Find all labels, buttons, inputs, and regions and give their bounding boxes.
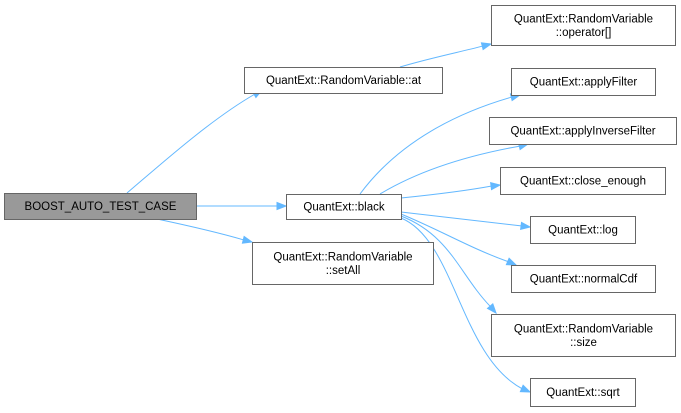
node-operator[interactable]: QuantExt::RandomVariable::operator[] xyxy=(491,5,676,46)
edge-line xyxy=(156,218,244,241)
node-box xyxy=(489,117,677,145)
edge-arrowhead xyxy=(480,42,493,51)
node-box xyxy=(252,242,434,285)
edge-arrowhead xyxy=(241,235,254,244)
edge-arrowhead xyxy=(276,201,288,211)
node-label: QuantExt::log xyxy=(548,225,618,237)
node-label: QuantExt::close_enough xyxy=(520,176,646,188)
node-label: BOOST_AUTO_TEST_CASE xyxy=(25,201,177,213)
node-label: QuantExt::RandomVariable xyxy=(514,323,653,335)
edges-layer xyxy=(126,42,532,393)
edge-arrowhead xyxy=(520,221,532,231)
edge-line xyxy=(379,145,520,195)
node-at[interactable]: QuantExt::RandomVariable::at xyxy=(244,67,443,94)
edge-line xyxy=(400,213,508,262)
node-label: QuantExt::RandomVariable::at xyxy=(266,75,422,87)
node-box xyxy=(511,265,656,293)
node-box xyxy=(244,67,443,94)
node-normalcdf[interactable]: QuantExt::normalCdf xyxy=(511,265,656,293)
edge-line xyxy=(400,211,522,227)
edge-8 xyxy=(400,213,518,266)
edge-1 xyxy=(399,42,493,68)
node-label: QuantExt::applyFilter xyxy=(530,77,638,89)
edge-9 xyxy=(400,215,497,315)
edge-line xyxy=(359,96,512,195)
edge-2 xyxy=(196,201,288,211)
node-setall[interactable]: QuantExt::RandomVariable::setAll xyxy=(252,242,434,285)
node-label: QuantExt::RandomVariable xyxy=(514,13,653,25)
node-label: ::size xyxy=(570,337,597,349)
node-root[interactable]: BOOST_AUTO_TEST_CASE xyxy=(4,193,197,220)
node-box xyxy=(530,216,636,244)
edge-arrowhead xyxy=(519,384,532,393)
node-box xyxy=(491,314,676,357)
nodes-layer: BOOST_AUTO_TEST_CASEQuantExt::RandomVari… xyxy=(4,5,677,407)
node-label: ::setAll xyxy=(326,265,361,277)
node-label: QuantExt::sqrt xyxy=(546,387,620,399)
edge-line xyxy=(400,217,522,389)
edge-10 xyxy=(400,217,532,393)
node-label: ::operator[] xyxy=(556,27,612,39)
node-box xyxy=(500,167,666,195)
node-label: QuantExt::normalCdf xyxy=(530,274,638,286)
node-box xyxy=(530,378,636,407)
edge-arrowhead xyxy=(505,257,518,266)
node-box xyxy=(286,194,402,220)
node-sqrt[interactable]: QuantExt::sqrt xyxy=(530,378,636,407)
node-size[interactable]: QuantExt::RandomVariable::size xyxy=(491,314,676,357)
edge-line xyxy=(400,215,491,307)
edge-arrowhead xyxy=(486,303,497,315)
node-closeenough[interactable]: QuantExt::close_enough xyxy=(500,167,666,195)
edge-7 xyxy=(400,211,532,231)
node-box xyxy=(4,193,197,220)
edge-6 xyxy=(400,181,502,199)
node-black[interactable]: QuantExt::black xyxy=(286,194,402,220)
edge-line xyxy=(126,94,255,194)
node-label: QuantExt::black xyxy=(303,202,384,214)
node-label: QuantExt::RandomVariable xyxy=(273,251,412,263)
edge-arrowhead xyxy=(490,181,502,191)
node-label: QuantExt::applyInverseFilter xyxy=(510,126,655,138)
edge-3 xyxy=(156,218,254,244)
node-applyfilter[interactable]: QuantExt::applyFilter xyxy=(511,68,656,96)
node-applyinversefilter[interactable]: QuantExt::applyInverseFilter xyxy=(489,117,677,145)
node-box xyxy=(511,68,656,96)
edge-line xyxy=(399,45,483,68)
edge-line xyxy=(400,185,492,199)
node-box xyxy=(491,5,676,46)
node-log[interactable]: QuantExt::log xyxy=(530,216,636,244)
edge-0 xyxy=(126,89,264,194)
